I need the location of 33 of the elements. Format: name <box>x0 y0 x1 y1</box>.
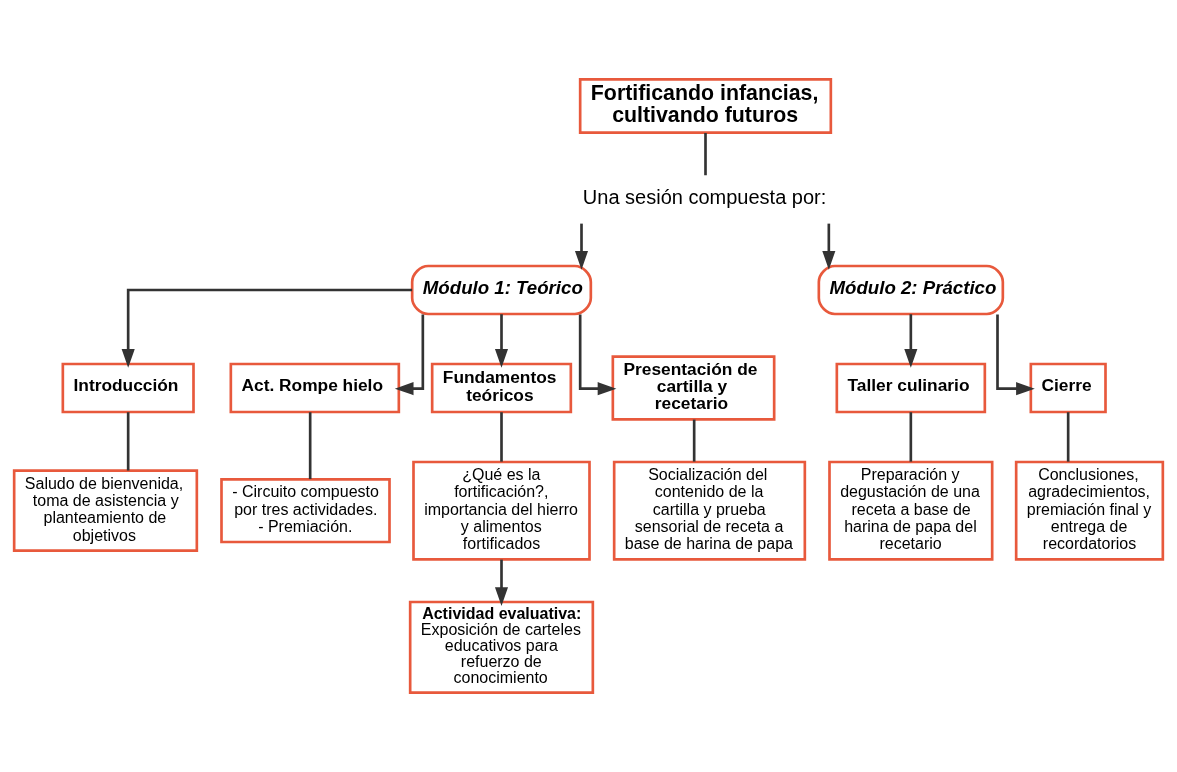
node-box: Act. Rompe hielo <box>229 362 401 414</box>
connector <box>909 412 913 462</box>
node-text: Una sesión compuesta por: <box>582 186 827 208</box>
connector <box>704 133 707 176</box>
node-box: Saludo de bienvenida, toma de asistencia y planteamiento de objetivos <box>12 469 199 552</box>
node-box: Introducción <box>61 362 195 414</box>
connector <box>692 419 696 462</box>
node-box: Conclusiones, agradecimientos, premiación final y entrega de recordatorios <box>1014 460 1165 561</box>
arrow <box>494 559 509 606</box>
connector <box>500 412 503 462</box>
arrow <box>996 314 1035 396</box>
node-box: Fundamentos teóricos <box>430 362 573 414</box>
arrow <box>121 288 413 368</box>
connector <box>308 412 312 480</box>
node-box: Módulo 2: Práctico <box>817 264 1005 316</box>
arrow <box>578 314 617 396</box>
node-box: Presentación de cartilla y recetario <box>611 355 776 421</box>
arrow <box>822 223 836 270</box>
node-box: Taller culinario <box>835 362 987 414</box>
node-box: Socialización del contenido de la cartilla y prueba sensorial de receta a base de harina de papa <box>612 460 807 561</box>
arrow <box>904 314 918 368</box>
node-box: ¿Qué es la fortificación?, importancia del hierro y alimentos fortificados <box>412 460 591 561</box>
node-box: Preparación y degustación de una receta a base de harina de papa del recetario <box>828 460 994 561</box>
node-box: - Circuito compuesto por tres actividades. - Premiación. <box>220 478 391 544</box>
node-box: Cierre <box>1029 362 1107 414</box>
node-box: Actividad evaluativa: Exposición de carteles educativos para refuerzo de conocimiento <box>408 600 595 694</box>
arrow <box>394 314 425 396</box>
connector <box>1066 412 1070 462</box>
arrow <box>574 223 589 270</box>
node-box: Módulo 1: Teórico <box>410 264 593 316</box>
node-box: Fortificando infancias, cultivando futuros <box>578 78 833 134</box>
connector <box>126 412 130 471</box>
arrow <box>494 314 509 368</box>
